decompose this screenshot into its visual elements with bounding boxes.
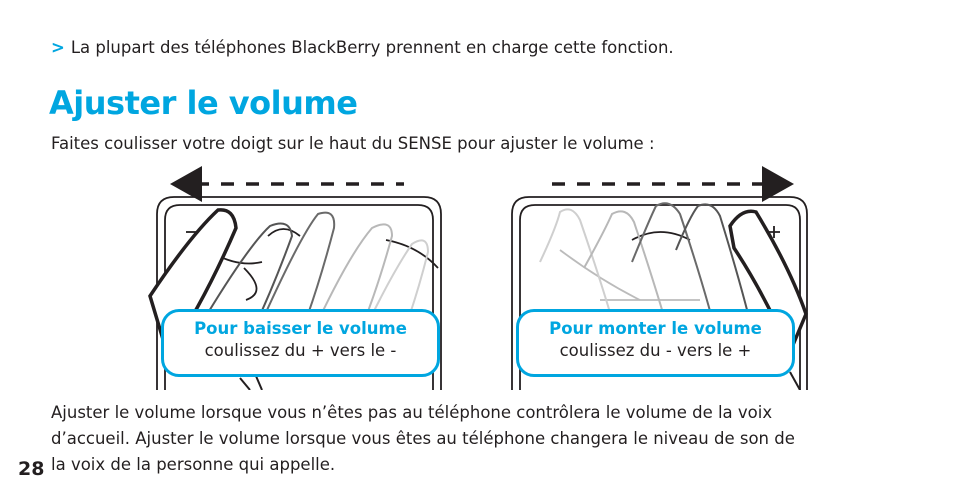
- note-text: La plupart des téléphones BlackBerry pre…: [70, 38, 674, 57]
- body-line: la voix de la personne qui appelle.: [51, 455, 336, 474]
- swipe-left-arrow-icon: [170, 166, 404, 202]
- body-line: Ajuster le volume lorsque vous n’êtes pa…: [51, 403, 773, 422]
- note-line: > La plupart des téléphones BlackBerry pr…: [51, 38, 674, 57]
- callout-lower-title: Pour baisser le volume: [194, 319, 407, 338]
- callout-raise-body: coulissez du - vers le +: [559, 341, 752, 360]
- page-number: 28: [18, 458, 45, 480]
- swipe-right-arrow-icon: [552, 166, 794, 202]
- body-paragraph: Ajuster le volume lorsque vous n’êtes pa…: [51, 400, 931, 478]
- callout-lower-volume: Pour baisser le volume coulissez du + ve…: [161, 309, 440, 377]
- intro-text: Faites coulisser votre doigt sur le haut…: [51, 134, 655, 153]
- callout-raise-title: Pour monter le volume: [549, 319, 762, 338]
- page-title: Ajuster le volume: [49, 84, 358, 122]
- chevron-right-icon: >: [51, 38, 65, 57]
- callout-raise-volume: Pour monter le volume coulissez du - ver…: [516, 309, 795, 377]
- body-line: d’accueil. Ajuster le volume lorsque vou…: [51, 429, 795, 448]
- callout-lower-body: coulissez du + vers le -: [204, 341, 397, 360]
